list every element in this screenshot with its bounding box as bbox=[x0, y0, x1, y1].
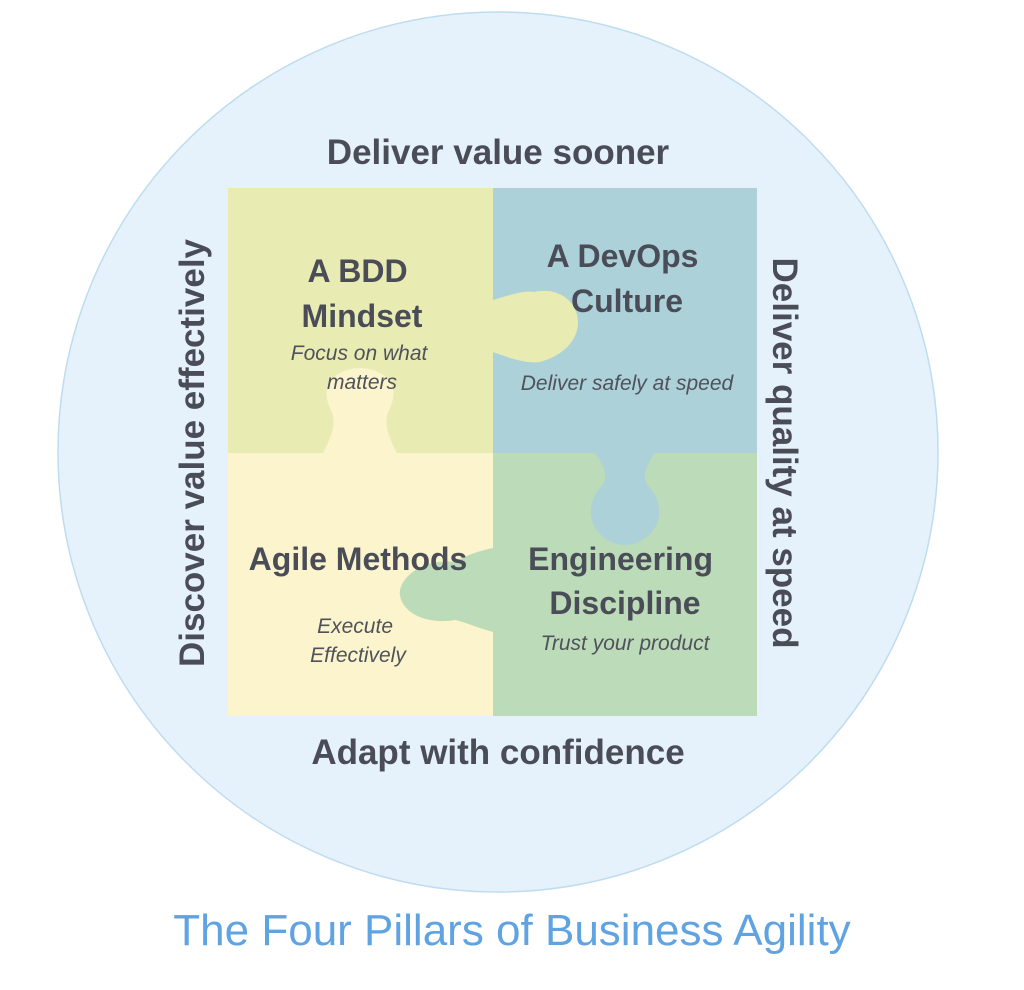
tile-devops-title-line-2: Culture bbox=[571, 283, 683, 319]
tile-engineering-subtitle: Trust your product bbox=[541, 632, 711, 655]
tile-engineering-title: Engineering Discipline bbox=[528, 541, 722, 621]
tile-agile-subtitle-line-1: Execute bbox=[317, 615, 393, 638]
tile-bdd-subtitle: Focus on what matters bbox=[291, 342, 433, 394]
knob-bdd-into-devops bbox=[493, 290, 578, 363]
tile-engineering-title-line-1: Engineering bbox=[528, 541, 713, 577]
edge-label-left: Discover value effectively bbox=[173, 238, 212, 667]
tile-engineering-title-line-2: Discipline bbox=[549, 585, 700, 621]
edge-label-bottom: Adapt with confidence bbox=[311, 733, 684, 772]
tile-devops-subtitle: Deliver safely at speed bbox=[521, 372, 735, 395]
tile-agile-title: Agile Methods bbox=[249, 541, 468, 577]
tile-agile-subtitle-line-2: Effectively bbox=[310, 644, 407, 667]
diagram-caption: The Four Pillars of Business Agility bbox=[173, 906, 851, 955]
tile-bdd-title-line-2: Mindset bbox=[302, 298, 423, 334]
tile-bdd-subtitle-line-2: matters bbox=[327, 371, 398, 394]
knob-engineering-into-agile bbox=[399, 548, 493, 632]
tile-agile-subtitle: Execute Effectively bbox=[310, 615, 407, 667]
tile-bdd-title: A BDD Mindset bbox=[302, 253, 423, 334]
tile-bdd-title-line-1: A BDD bbox=[307, 253, 407, 289]
edge-label-right: Deliver quality at speed bbox=[765, 258, 804, 649]
knob-agile-into-bdd bbox=[323, 368, 397, 453]
tile-devops-title: A DevOps Culture bbox=[547, 238, 708, 319]
edge-label-top: Deliver value sooner bbox=[327, 133, 670, 172]
tile-devops-title-line-1: A DevOps bbox=[547, 238, 699, 274]
four-pillars-diagram: Deliver value sooner Adapt with confiden… bbox=[57, 11, 939, 893]
tile-bdd-subtitle-line-1: Focus on what bbox=[291, 342, 429, 365]
knob-devops-into-engineering bbox=[590, 453, 660, 545]
